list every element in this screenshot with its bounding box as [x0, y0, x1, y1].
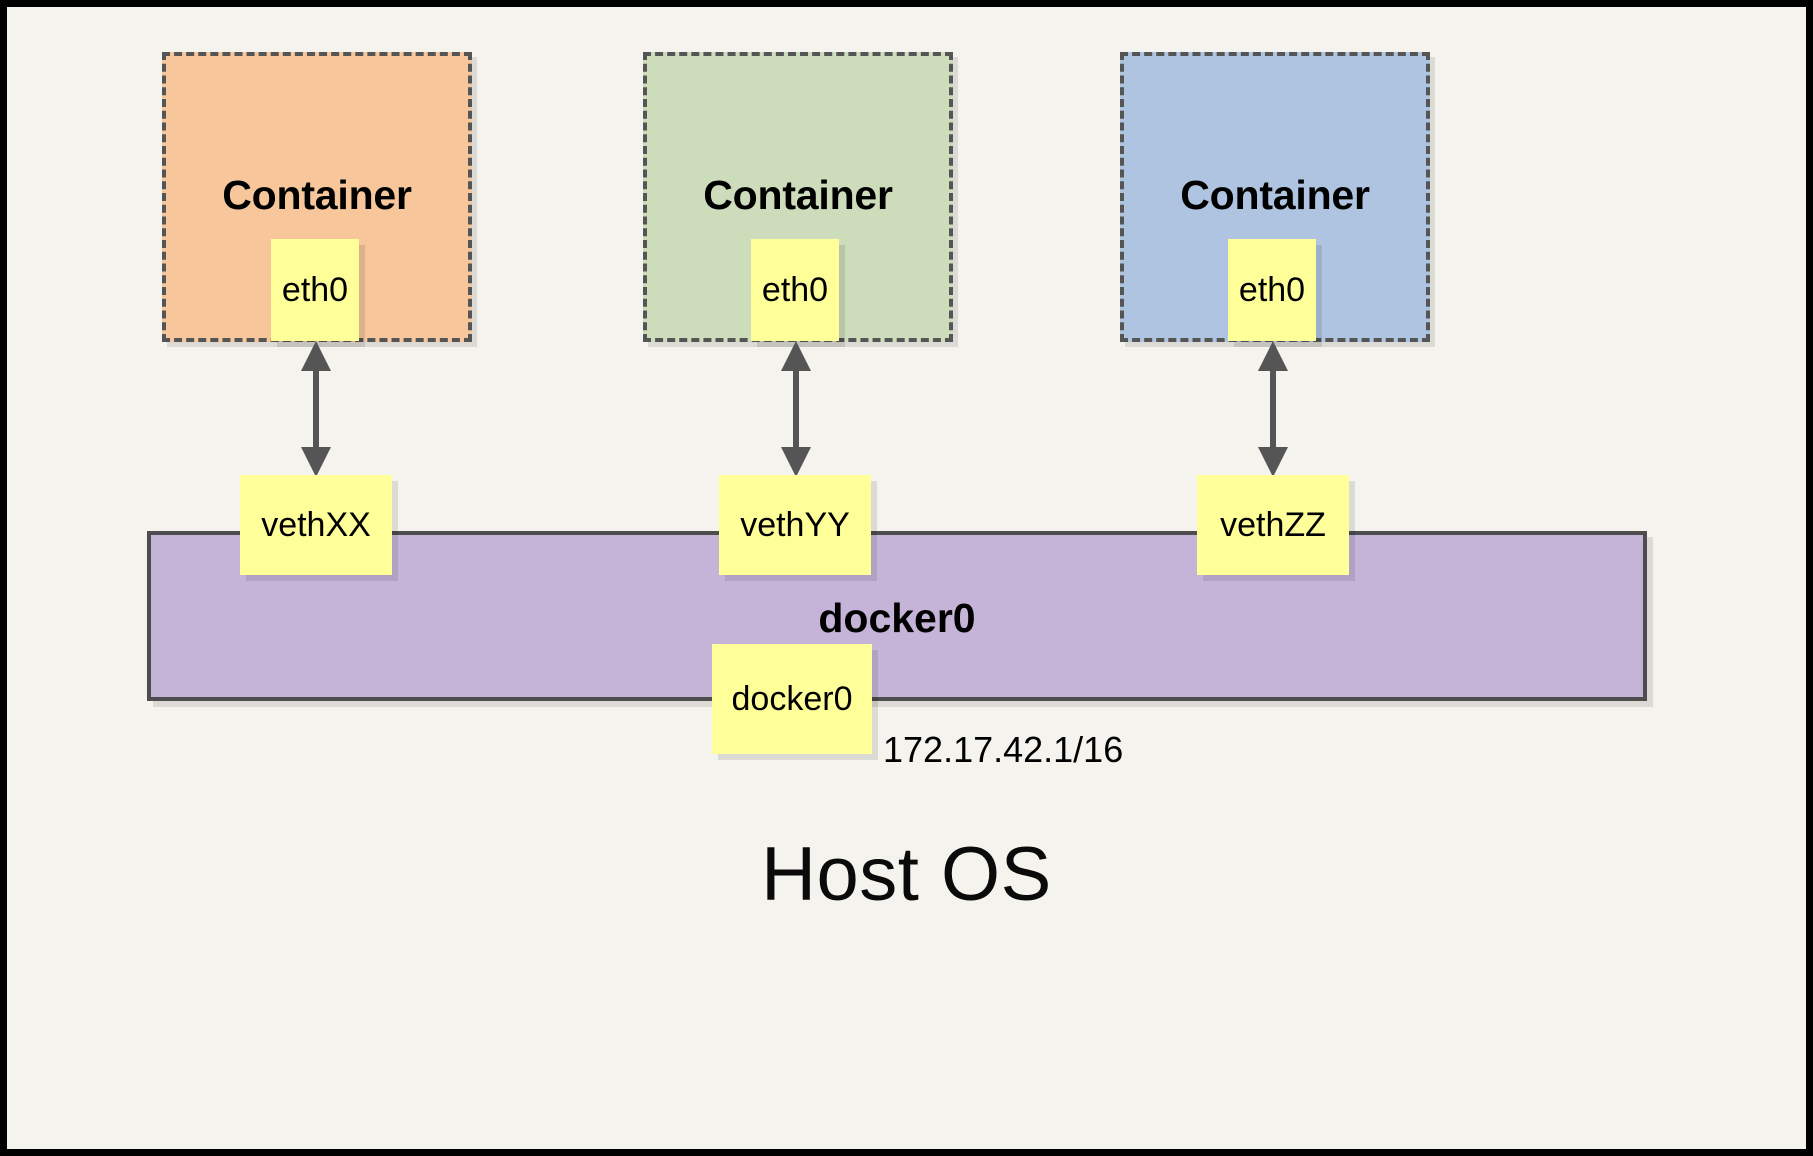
diagram-stage: Container eth0 Container eth0 Container … — [7, 7, 1806, 1149]
host-os-label: Host OS — [761, 832, 1052, 917]
veth-box-3: vethZZ — [1197, 475, 1349, 575]
eth0-label-3: eth0 — [1238, 271, 1306, 309]
veth-link-arrow-3 — [1258, 341, 1288, 477]
veth-label-2: vethYY — [740, 506, 850, 544]
eth0-box-1: eth0 — [271, 239, 359, 341]
eth0-label-1: eth0 — [281, 271, 349, 309]
veth-link-arrow-2 — [781, 341, 811, 477]
veth-box-2: vethYY — [719, 475, 871, 575]
docker0-bridge — [147, 531, 1647, 701]
container-title-1: Container — [222, 172, 412, 218]
docker0-interface-box: docker0 — [712, 644, 872, 754]
docker0-bridge-label: docker0 — [818, 595, 976, 641]
veth-label-1: vethXX — [261, 506, 371, 544]
container-title-3: Container — [1180, 172, 1370, 218]
veth-box-1: vethXX — [240, 475, 392, 575]
veth-label-3: vethZZ — [1220, 506, 1326, 544]
eth0-label-2: eth0 — [761, 271, 829, 309]
container-title-2: Container — [703, 172, 893, 218]
docker0-interface-label: docker0 — [731, 680, 853, 718]
veth-link-arrow-1 — [301, 341, 331, 477]
eth0-box-3: eth0 — [1228, 239, 1316, 341]
eth0-box-2: eth0 — [751, 239, 839, 341]
docker0-ip-address: 172.17.42.1/16 — [883, 729, 1124, 770]
